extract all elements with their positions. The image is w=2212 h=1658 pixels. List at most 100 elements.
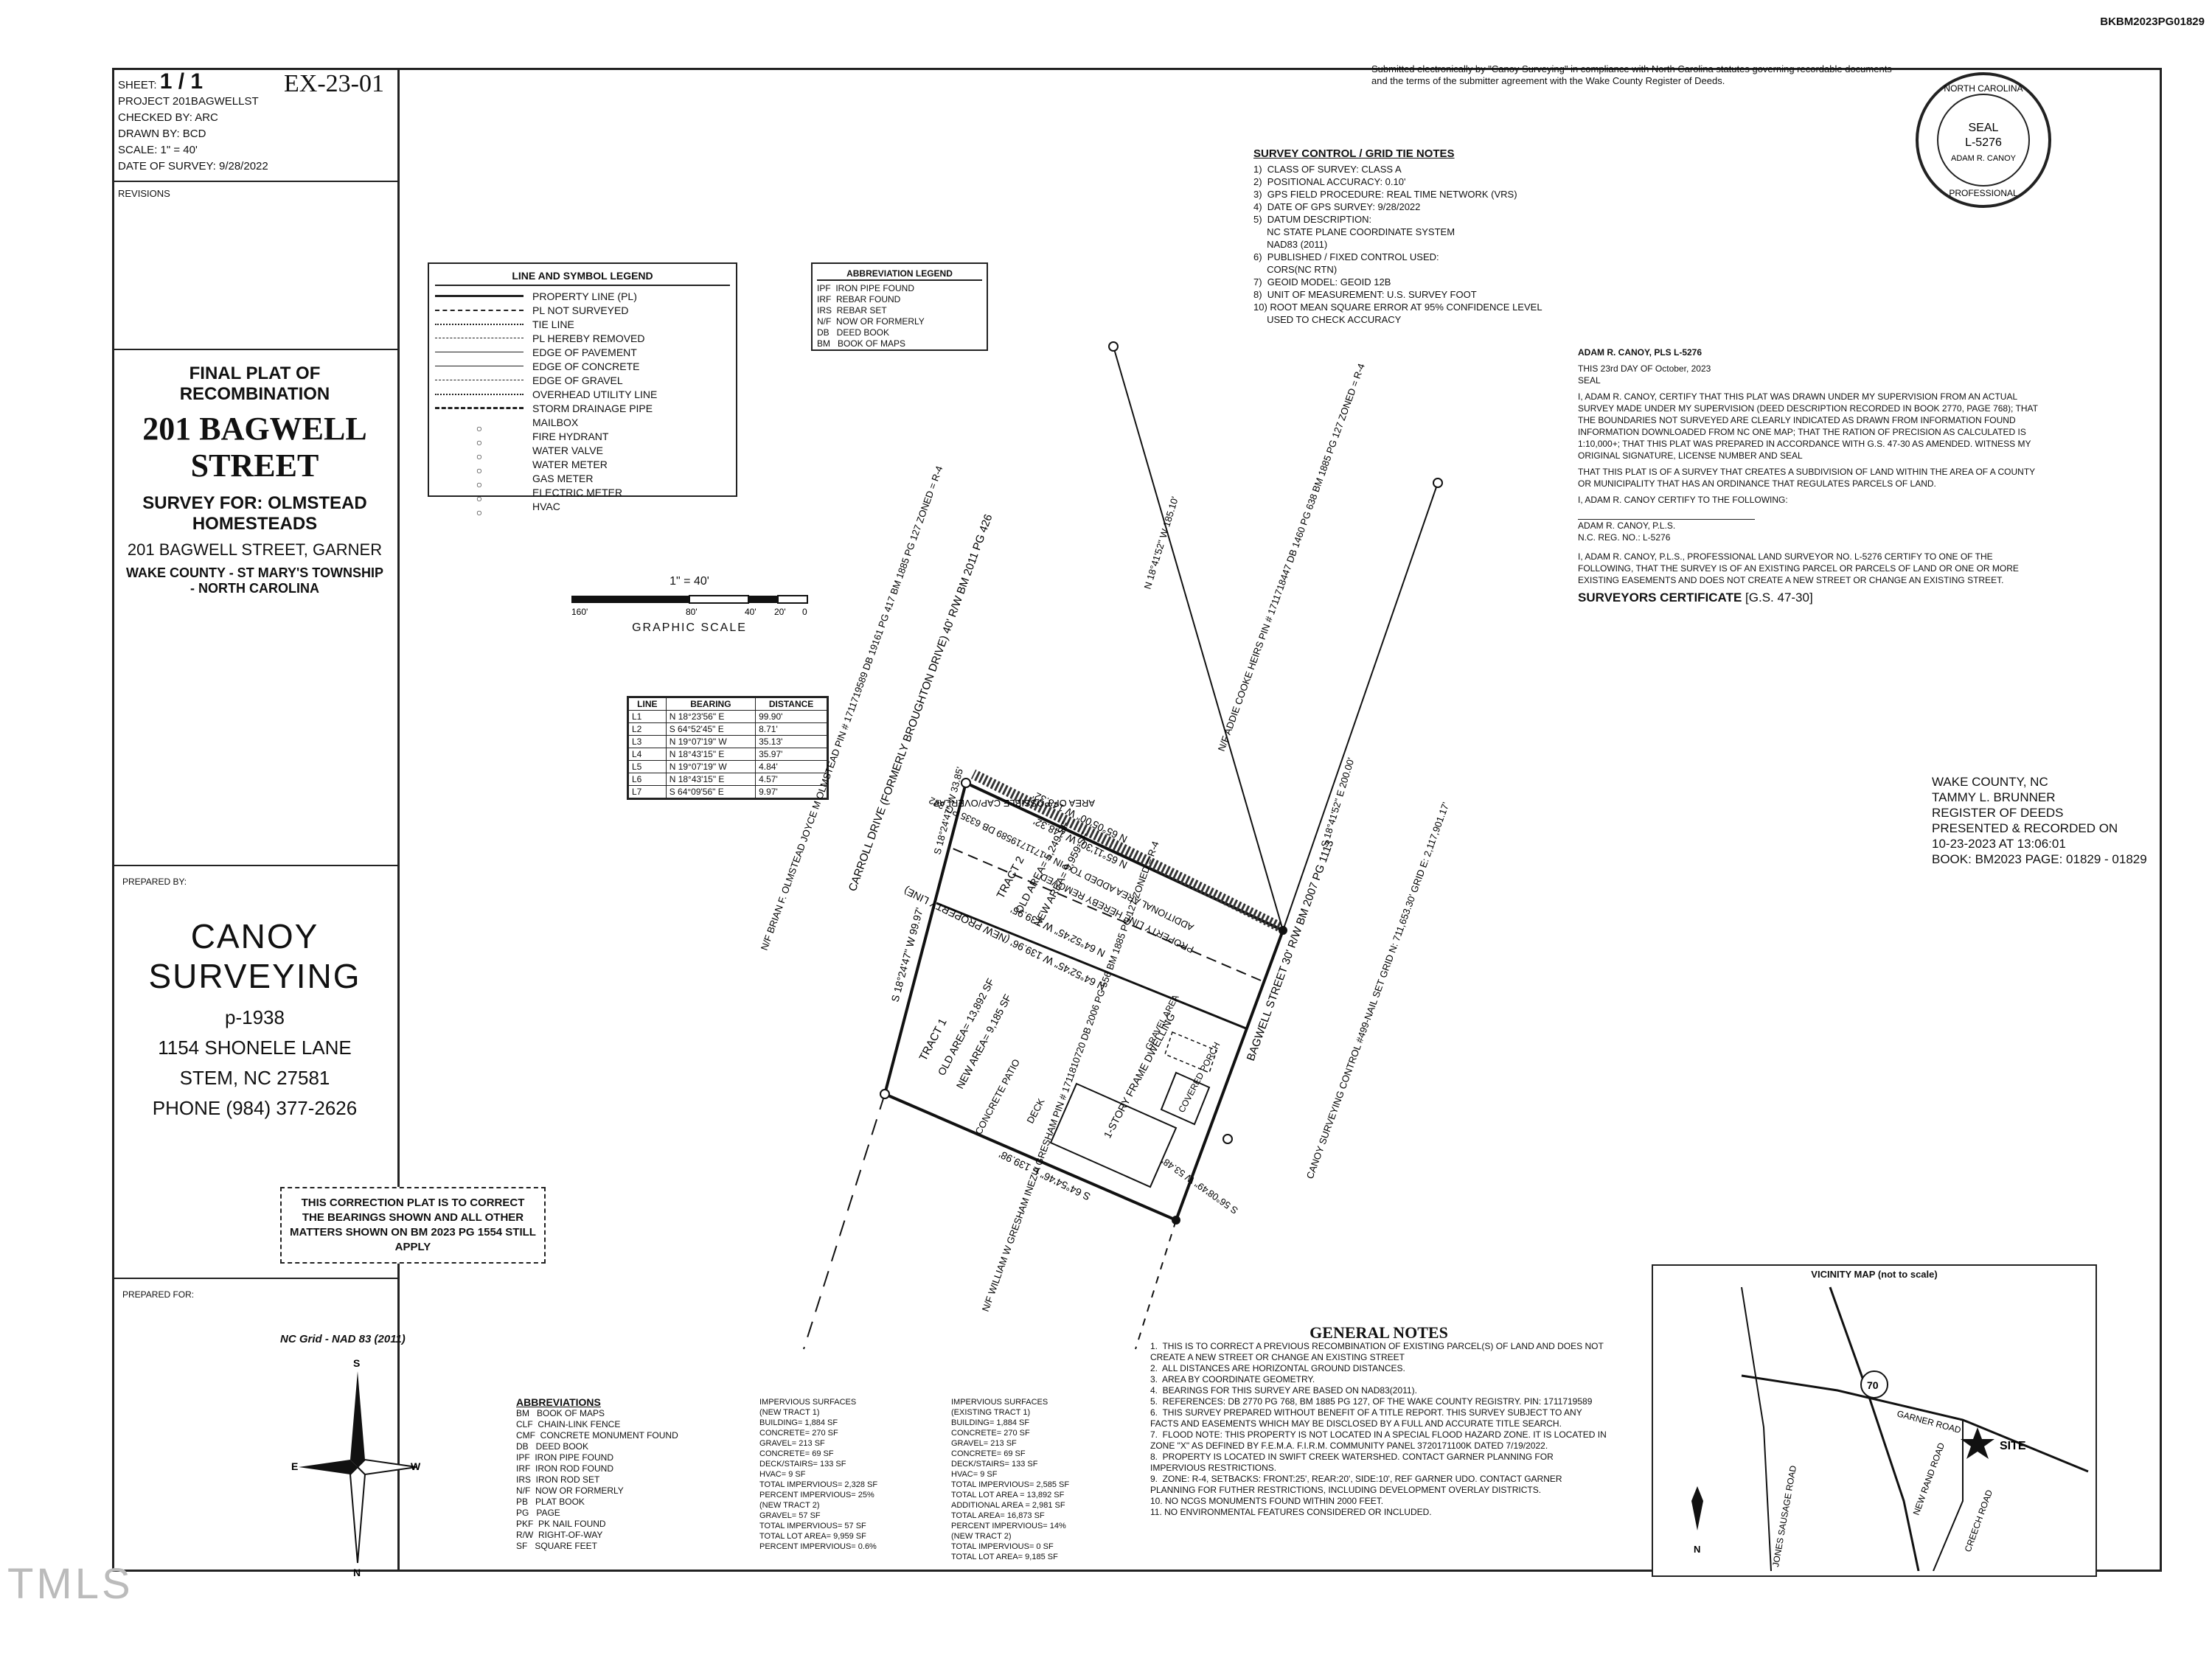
site-star-icon xyxy=(1961,1427,1994,1459)
checked-label: CHECKED BY: xyxy=(118,111,192,124)
line-legend-label: PL NOT SURVEYED xyxy=(532,304,629,316)
graphic-scale: 1" = 40' 160' 80' 40' 20' 0 GRAPHIC SCAL… xyxy=(568,575,811,635)
general-notes-list: 1. THIS IS TO CORRECT A PREVIOUS RECOMBI… xyxy=(1150,1341,1607,1518)
line-legend-row: ○WATER METER xyxy=(476,458,608,476)
abbreviation-item: BM BOOK OF MAPS xyxy=(516,1408,605,1418)
line-legend-label: STORM DRAINAGE PIPE xyxy=(532,402,653,414)
road-garner xyxy=(1741,1374,2089,1473)
general-note-item: 8. PROPERTY IS LOCATED IN SWIFT CREEK WA… xyxy=(1150,1452,1557,1473)
line-legend-row: ○GAS METER xyxy=(476,472,594,490)
survey-control-item: 6) PUBLISHED / FIXED CONTROL USED: xyxy=(1253,251,1439,262)
line-legend-row: ○WATER VALVE xyxy=(476,444,603,462)
abbrev-legend-item: N/F NOW OR FORMERLY xyxy=(817,316,925,327)
impervious-line: PERCENT IMPERVIOUS= 0.6% xyxy=(759,1542,877,1551)
road-new-rand xyxy=(1829,1286,1920,1572)
graphic-scale-ratio: 1" = 40' xyxy=(669,575,709,588)
boundary-east xyxy=(1175,930,1284,1221)
impervious-line: (EXISTING TRACT 1) xyxy=(951,1408,1031,1417)
tie-line-west xyxy=(803,1093,886,1350)
boundary-additional-hatch xyxy=(970,769,1282,932)
correction-note-text: THIS CORRECTION PLAT IS TO CORRECT THE B… xyxy=(290,1197,536,1253)
boundary-west xyxy=(883,782,967,1095)
line-legend-label: TIE LINE xyxy=(532,318,574,330)
line-legend-label: PL HEREBY REMOVED xyxy=(532,332,645,344)
scale-value: 1" = 40' xyxy=(160,144,198,156)
line-table-cell: N 19°07'19" W xyxy=(665,760,757,773)
compass-w-label: W xyxy=(411,1460,421,1472)
line-legend-swatch xyxy=(435,323,524,325)
firm-number: p-1938 xyxy=(225,1006,285,1028)
monument-sw xyxy=(880,1089,890,1099)
bearing-b10: S 18°41'52" E 200.00' xyxy=(1319,756,1357,849)
line-table-cell: L3 xyxy=(628,735,667,748)
plat-address: 201 BAGWELL STREET, GARNER xyxy=(127,540,383,559)
line-legend-row: PROPERTY LINE (PL) xyxy=(435,289,730,303)
monument-north-tie xyxy=(1108,341,1119,352)
road-jones-sausage xyxy=(1741,1286,1772,1572)
label-porch: COVERED PORCH xyxy=(1176,1040,1222,1114)
survey-control-item: 10) ROOT MEAN SQUARE ERROR AT 95% CONFID… xyxy=(1253,302,1543,313)
label-bagwell: BAGWELL STREET 30' R/W BM 2007 PG 1113 xyxy=(1245,838,1337,1062)
general-note-item: 9. ZONE: R-4, SETBACKS: FRONT:25', REAR:… xyxy=(1150,1474,1565,1495)
abbreviation-item: N/F NOW OR FORMERLY xyxy=(516,1485,624,1496)
general-note-item: 7. FLOOD NOTE: THIS PROPERTY IS NOT LOCA… xyxy=(1150,1429,1610,1451)
survey-control-item: CORS(NC RTN) xyxy=(1253,264,1338,275)
line-symbol-legend: LINE AND SYMBOL LEGEND PROPERTY LINE (PL… xyxy=(428,262,737,518)
line-table-cell: 4.84' xyxy=(755,760,827,773)
line-table-cell: L2 xyxy=(628,722,667,736)
compass-rose: S N E W xyxy=(291,1357,421,1578)
general-note-item: 10. NO NCGS MONUMENTS FOUND WITHIN 2000 … xyxy=(1150,1496,1384,1506)
line-legend-row: ○FIRE HYDRANT xyxy=(476,430,609,448)
impervious-line: TOTAL LOT AREA= 9,185 SF xyxy=(951,1553,1058,1561)
impervious-line: TOTAL LOT AREA= 9,959 SF xyxy=(759,1532,866,1541)
line-table-header: LINE BEARING DISTANCE xyxy=(628,697,827,711)
impervious-line: HVAC= 9 SF xyxy=(759,1470,806,1479)
seal-text-top: NORTH CAROLINA xyxy=(1944,83,2023,94)
scale-tick-40: 40' xyxy=(745,607,757,617)
company-street: 1154 SHONELE LANE xyxy=(158,1037,352,1059)
revisions-box: REVISIONS xyxy=(112,182,397,350)
line-legend-row: PL HEREBY REMOVED xyxy=(435,331,730,345)
bearing-b8: S 56°08'49" W 53.48' xyxy=(1160,1155,1240,1216)
removed-property-line xyxy=(950,847,1262,981)
certificate-title-row: SURVEYORS CERTIFICATE [G.S. 47-30] xyxy=(1578,591,2050,604)
site-label: SITE xyxy=(2000,1440,2026,1452)
scale-tick-160: 160' xyxy=(571,607,588,617)
scale-seg-3 xyxy=(748,596,778,603)
recording-county: WAKE COUNTY, NC xyxy=(1932,775,2048,789)
compass-west-point xyxy=(356,1458,417,1476)
general-note-item: 5. REFERENCES: DB 2770 PG 768, BM 1885 P… xyxy=(1150,1396,1593,1407)
impervious-col2: IMPERVIOUS SURFACES(NEW TRACT 1)BUILDING… xyxy=(759,1397,907,1552)
road-label-creech: CREECH ROAD xyxy=(1963,1488,1995,1553)
impervious-line: DECK/STAIRS= 133 SF xyxy=(951,1460,1038,1469)
graphic-scale-title: GRAPHIC SCALE xyxy=(632,621,747,634)
label-dwelling: 1-STORY FRAME DWELLING xyxy=(1102,1011,1178,1140)
monument-north-tie2 xyxy=(1433,478,1443,488)
prepared-by-section: PREPARED BY: CANOY SURVEYING p-1938 1154… xyxy=(112,866,397,1279)
certificate-signer2: ADAM R. CANOY, PLS L-5276 xyxy=(1578,347,1703,358)
impervious-line: CONCRETE= 270 SF xyxy=(951,1429,1030,1438)
tie-line-north2 xyxy=(1282,482,1439,931)
line-legend-row: EDGE OF PAVEMENT xyxy=(435,345,730,359)
abbreviation-item: IRF IRON ROD FOUND xyxy=(516,1463,613,1474)
revisions-label: REVISIONS xyxy=(118,188,170,199)
road-label-new-rand: NEW RAND ROAD xyxy=(1911,1441,1947,1516)
line-legend-label: WATER VALVE xyxy=(532,444,603,456)
scale-seg-4 xyxy=(777,595,808,604)
abbreviations-title: ABBREVIATIONS xyxy=(516,1396,601,1408)
general-note-item: 11. NO ENVIRONMENTAL FEATURES CONSIDERED… xyxy=(1150,1507,1432,1517)
certificate-text4: I, ADAM R. CANOY, CERTIFY THAT THIS PLAT… xyxy=(1578,391,2038,461)
line-table-cell: L6 xyxy=(628,773,667,786)
abbreviation-item: IRS IRON ROD SET xyxy=(516,1474,600,1485)
abbrev-legend-item: BM BOOK OF MAPS xyxy=(817,338,906,349)
monument-se xyxy=(1172,1216,1180,1225)
impervious-line: TOTAL AREA= 16,873 SF xyxy=(951,1511,1045,1520)
certificate-reg: N.C. REG. NO.: L-5276 xyxy=(1578,532,1671,543)
certificate-date: THIS 23rd DAY OF October, 2023 xyxy=(1578,363,1711,374)
